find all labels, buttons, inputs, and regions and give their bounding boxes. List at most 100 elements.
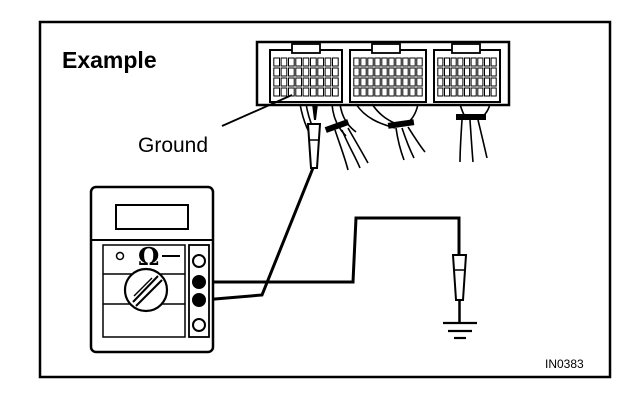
connector-pin [450, 87, 457, 97]
connector-pin [484, 87, 491, 97]
connector-pin [490, 77, 497, 87]
connector-pin [477, 87, 484, 97]
connector-pin [388, 67, 395, 77]
ecu-connector [255, 40, 511, 107]
connector-pin [324, 57, 332, 67]
jack-bottom [192, 318, 206, 332]
ground-callout-line [221, 94, 293, 127]
connector-pin [450, 57, 457, 67]
connector-pin [360, 87, 367, 97]
connector-pin [288, 67, 295, 77]
connector-pin [409, 57, 416, 67]
connector-pin [353, 77, 360, 87]
jack-top [192, 254, 206, 268]
connector-pin [381, 77, 388, 87]
connector-pin [490, 57, 497, 67]
ground-symbol [443, 321, 477, 340]
connector-pin [416, 67, 423, 77]
rotary-selector-knob [123, 267, 169, 313]
connector-pin [464, 67, 471, 77]
ohm-symbol: Ω [138, 242, 159, 271]
connector-pin [332, 57, 339, 67]
connector-pin [310, 67, 317, 77]
connector-pin [295, 57, 302, 67]
connector-pin [381, 57, 388, 67]
connector-pin [374, 57, 381, 67]
connector-pin [302, 67, 310, 77]
connector-pin [280, 87, 288, 97]
connector-pin [470, 67, 477, 77]
connector-pin [388, 77, 395, 87]
connector-pin [437, 87, 444, 97]
connector-pin [367, 57, 374, 67]
figure-code: IN0383 [545, 357, 584, 371]
connector-pin [444, 77, 451, 87]
connector-pin [367, 77, 374, 87]
connector-pin [395, 67, 402, 77]
connector-pin [464, 77, 471, 87]
connector-pin [388, 87, 395, 97]
example-label: Example [62, 47, 157, 73]
indicator-dot [115, 251, 125, 261]
connector-pin [490, 67, 497, 77]
connector-pin [317, 57, 324, 67]
connector-pin [374, 87, 381, 97]
connector-pin [444, 87, 451, 97]
connector-pin [457, 77, 464, 87]
lead-connector-probe [202, 167, 315, 302]
connector-pin [402, 67, 409, 77]
connector-pin [416, 57, 423, 67]
connector-pins [273, 57, 497, 97]
connector-pin [288, 57, 295, 67]
connector-pin [317, 87, 324, 97]
connector-pin [317, 77, 324, 87]
connector-pin [381, 87, 388, 97]
connector-pin [280, 67, 288, 77]
connector-pin [395, 57, 402, 67]
connector-pin [280, 77, 288, 87]
connector-pin [484, 67, 491, 77]
lead-ground-probe [203, 216, 461, 284]
connector-pin [353, 67, 360, 77]
connector-pin [464, 57, 471, 67]
connector-pin [470, 77, 477, 87]
connector-pin [295, 77, 302, 87]
connector-pin [360, 57, 367, 67]
connector-pin [416, 87, 423, 97]
connector-pin [484, 77, 491, 87]
connector-pin [444, 67, 451, 77]
connector-pin [484, 57, 491, 67]
connector-pin [302, 77, 310, 87]
connector-pin [273, 57, 280, 67]
ground-label: Ground [138, 134, 208, 157]
connector-pin [437, 77, 444, 87]
connector-pin [402, 77, 409, 87]
multimeter: Ω [89, 185, 215, 354]
connector-pin [416, 77, 423, 87]
connector-pin [477, 57, 484, 67]
connector-pin [409, 87, 416, 97]
connector-pin [310, 57, 317, 67]
connector-pin [490, 87, 497, 97]
connector-pin [332, 77, 339, 87]
connector-pin [444, 57, 451, 67]
connector-pin [332, 87, 339, 97]
connector-pin [280, 57, 288, 67]
connector-pin [388, 57, 395, 67]
connector-pin [353, 87, 360, 97]
connector-pin [353, 57, 360, 67]
connector-pin [477, 67, 484, 77]
connector-pin [288, 77, 295, 87]
connector-pin [367, 87, 374, 97]
connector-pin [477, 77, 484, 87]
connector-pin [302, 57, 310, 67]
connector-pin [273, 87, 280, 97]
connector-pin [367, 67, 374, 77]
connector-pin [450, 67, 457, 77]
connector-pin [324, 87, 332, 97]
connector-pin [470, 87, 477, 97]
connector-pin [457, 57, 464, 67]
jack-ohm [192, 293, 206, 307]
connector-pin [310, 87, 317, 97]
